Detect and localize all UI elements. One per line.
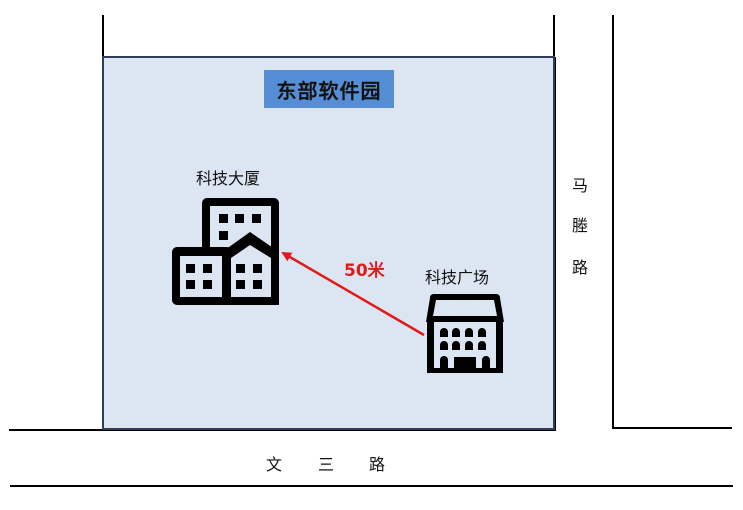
building-label-keji-dasha: 科技大厦 [196,169,261,188]
plaza-building-icon [426,294,504,373]
building-label-keji-guangchang: 科技广场 [425,268,490,287]
road-edge-right-top [553,15,555,57]
road-edge-left-top [102,15,104,57]
road-label-south-1: 文 [266,455,283,474]
road-edge-east-bottom [612,427,732,429]
office-buildings-icon [172,198,279,305]
distance-arrow [281,251,425,337]
campus-title: 东部软件园 [264,70,394,108]
distance-label: 50米 [344,261,385,281]
road-edge-south-top-left [9,429,104,431]
road-edge-east-inner [612,15,614,429]
road-label-east-2: 塍 [572,216,589,235]
road-label-east-1: 马 [572,176,589,195]
campus-title-text: 东部软件园 [276,78,382,103]
road-label-east-3: 路 [572,258,589,277]
road-label-south-2: 三 [318,455,335,474]
road-label-south-3: 路 [369,455,386,474]
road-edge-south-bottom [10,485,733,487]
